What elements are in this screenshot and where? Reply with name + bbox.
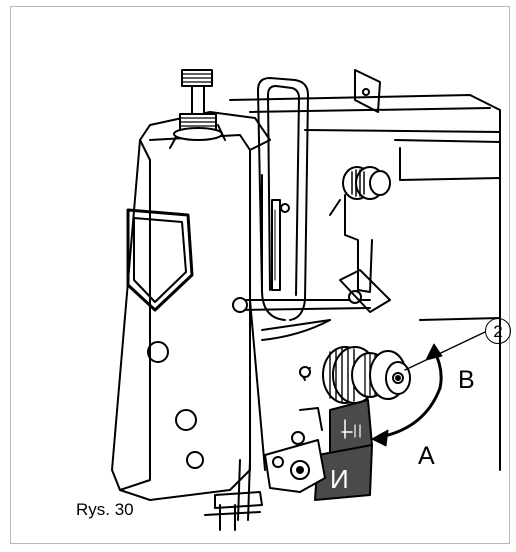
arrowhead-b xyxy=(425,343,443,361)
connecting-rods xyxy=(232,269,391,341)
thread-tension-assembly xyxy=(329,166,391,293)
take-up-lever xyxy=(261,174,290,291)
pressure-adjust-knob xyxy=(299,346,411,404)
reverse-lever xyxy=(264,407,326,493)
presser-lever-panel: И xyxy=(314,399,373,501)
machine-arm xyxy=(229,94,501,471)
arrowhead-a xyxy=(371,429,389,447)
callout-number-2: 2 xyxy=(485,318,511,344)
thread-guide-bracket xyxy=(354,69,381,113)
presser-symbol-glyph: И xyxy=(330,464,349,494)
direction-label-a: A xyxy=(418,442,435,470)
upper-tension-knob xyxy=(173,69,223,141)
needle-bar xyxy=(204,299,266,531)
take-up-guard xyxy=(257,77,309,321)
figure-caption: Rys. 30 xyxy=(76,500,134,519)
direction-label-b: B xyxy=(458,366,475,394)
callout-leader-line xyxy=(404,331,486,371)
